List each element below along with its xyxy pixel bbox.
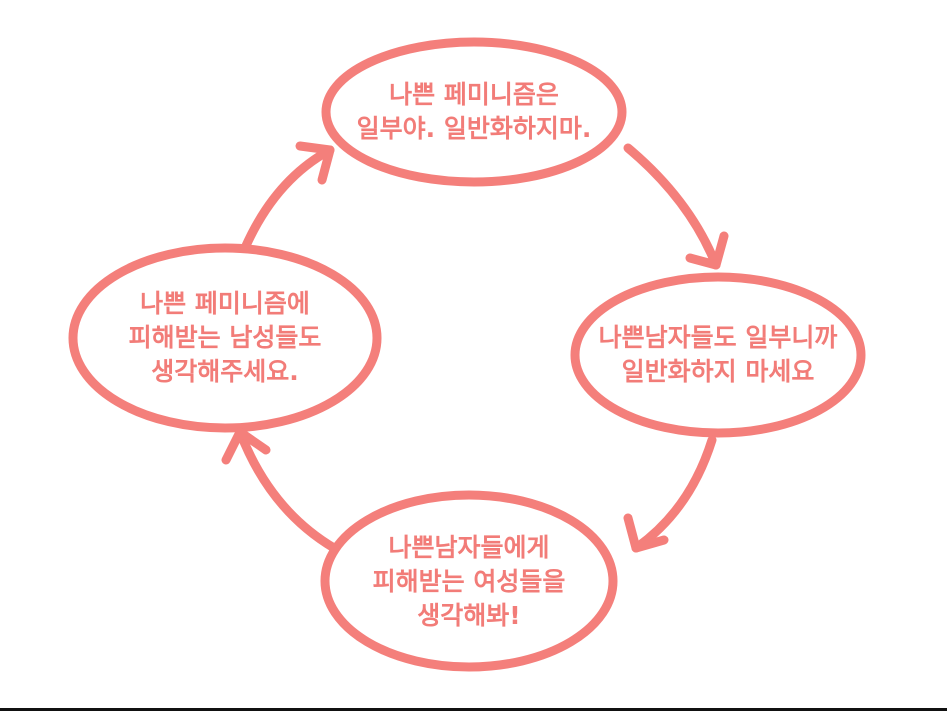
- node-right-ellipse: [570, 272, 866, 438]
- node-left-text: 나쁜 페미니즘에 피해받는 남성들도 생각해주세요.: [128, 289, 322, 386]
- arrowhead-bottom-to-left: [221, 427, 271, 465]
- node-top-text: 나쁜 페미니즘은 일부야. 일반화하지마.: [356, 80, 592, 143]
- bottom-edge-bar: [0, 708, 947, 711]
- arrow-top-to-right: [623, 143, 721, 270]
- arrowhead-left-to-top: [295, 141, 335, 185]
- node-bottom-text: 나쁜남자들에게 피해받는 여성들을 생각해봐!: [372, 533, 566, 630]
- node-right-text: 나쁜남자들도 일부니까 일반화하지 마세요: [598, 323, 838, 386]
- arrow-right-to-bottom: [631, 435, 717, 553]
- arrowhead-top-to-right: [685, 231, 729, 270]
- arrow-left-to-top: [240, 145, 335, 253]
- arrowhead-right-to-bottom: [623, 513, 669, 553]
- node-top-ellipse: [321, 37, 627, 187]
- arrow-bottom-to-left: [235, 427, 339, 553]
- node-left-ellipse: [68, 243, 382, 433]
- node-bottom-ellipse: [320, 490, 618, 672]
